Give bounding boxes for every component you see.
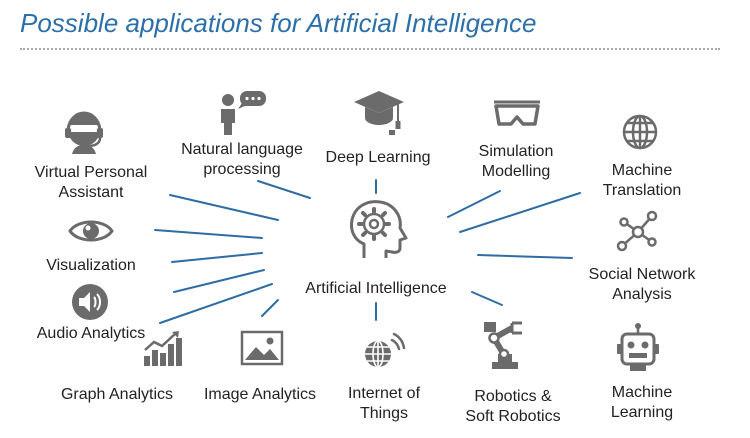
bar-chart-icon [144, 331, 182, 366]
connector-line [447, 190, 501, 218]
machine-learning-label: Machine Learning [610, 384, 674, 421]
internet-of-things-label: Internet of Things [347, 385, 421, 422]
connector-line [257, 180, 311, 199]
connector-line [159, 283, 273, 324]
title-divider [20, 48, 720, 50]
virtual-personal-assistant-label: Virtual Personal Assistant [34, 164, 148, 201]
head-gear-icon [350, 200, 408, 258]
robot-arm-icon [484, 321, 522, 369]
connector-line [171, 252, 263, 263]
speaker-icon [72, 284, 108, 320]
globe-wifi-icon [365, 332, 406, 368]
picture-icon [240, 330, 284, 366]
headset-icon [65, 111, 103, 154]
connector-line [169, 194, 279, 221]
visualization-label: Visualization [46, 257, 136, 274]
simulation-modelling-label: Simulation Modelling [478, 143, 554, 180]
person-speech-icon [221, 91, 266, 135]
image-analytics-label: Image Analytics [203, 386, 317, 403]
deep-learning-label: Deep Learning [325, 149, 431, 166]
robotics-label: Robotics & Soft Robotics [465, 388, 561, 425]
connector-line [173, 269, 265, 293]
center-label: Artificial Intelligence [305, 280, 447, 297]
network-icon [616, 210, 658, 252]
robot-head-icon [617, 323, 659, 371]
machine-translation-label: Machine Translation [602, 162, 682, 199]
globe-icon [622, 114, 658, 150]
vr-goggles-icon [494, 100, 540, 126]
audio-analytics-label: Audio Analytics [36, 325, 146, 342]
natural-language-processing-label: Natural language processing [181, 141, 303, 178]
connector-line [154, 229, 263, 239]
connector-line [261, 299, 279, 317]
connector-line [459, 192, 581, 233]
page-title: Possible applications for Artificial Int… [20, 8, 537, 38]
graduation-cap-icon [354, 91, 404, 135]
connector-line [477, 254, 573, 259]
graph-analytics-label: Graph Analytics [60, 386, 174, 403]
connector-line [471, 291, 503, 306]
eye-icon [68, 220, 114, 242]
social-network-analysis-label: Social Network Analysis [588, 266, 696, 303]
